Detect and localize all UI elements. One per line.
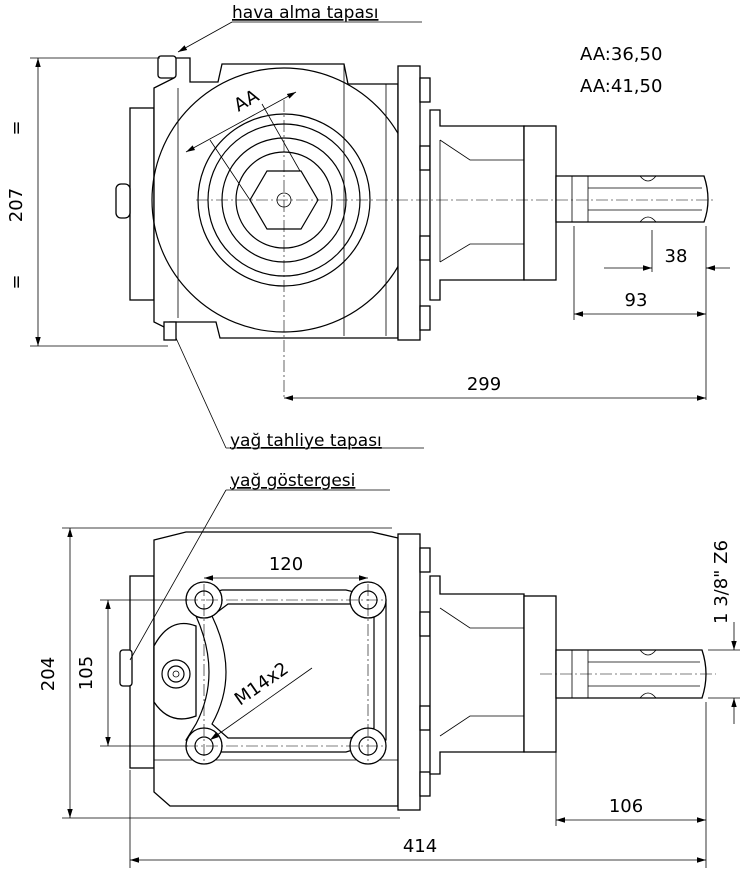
- vent-plug-shape: [157, 55, 177, 79]
- top-view: AA 207 = = 38: [6, 3, 730, 451]
- dim-shaft-106: 106: [609, 796, 643, 817]
- drain-plug-label: yağ tahliye tapası: [230, 431, 382, 451]
- bearing-neck-bottom: [429, 575, 525, 775]
- pto-shaft-top: [555, 175, 709, 223]
- equal-mark-bottom: =: [6, 274, 27, 289]
- oil-gauge-shape: [119, 649, 133, 687]
- sight-glass: [161, 659, 191, 689]
- dim-bolt-105: 105: [76, 656, 97, 690]
- right-flange: [397, 65, 421, 341]
- left-plate-bottom: [129, 575, 155, 769]
- bottom-view: 120 105 204 M14x2 yağ göstergesi 1 3/8" …: [38, 471, 740, 868]
- dim-shaft-38: 38: [665, 246, 688, 267]
- dim-length-299: 299: [467, 374, 501, 395]
- housing-top: [153, 57, 399, 339]
- dim-shaft-93: 93: [625, 290, 648, 311]
- bearing-neck-top: [429, 109, 525, 301]
- dim-height-207: 207: [6, 188, 27, 222]
- left-knob: [115, 183, 131, 219]
- equal-mark-top: =: [6, 120, 27, 135]
- left-flange: [129, 107, 155, 301]
- right-flange-bottom: [397, 533, 421, 811]
- oil-gauge-label: yağ göstergesi: [230, 471, 355, 491]
- drain-plug-shape: [163, 321, 177, 341]
- vent-plug-label: hava alma tapası: [232, 3, 378, 23]
- shaft-collar-top: [523, 125, 557, 281]
- spline-label: 1 3/8" Z6: [711, 540, 732, 624]
- ratio-41-50: AA:41,50: [580, 76, 662, 97]
- dim-bolt-120: 120: [269, 554, 303, 575]
- ratio-36-50: AA:36,50: [580, 44, 662, 65]
- dim-width-204: 204: [38, 657, 59, 691]
- dim-length-414: 414: [403, 836, 437, 857]
